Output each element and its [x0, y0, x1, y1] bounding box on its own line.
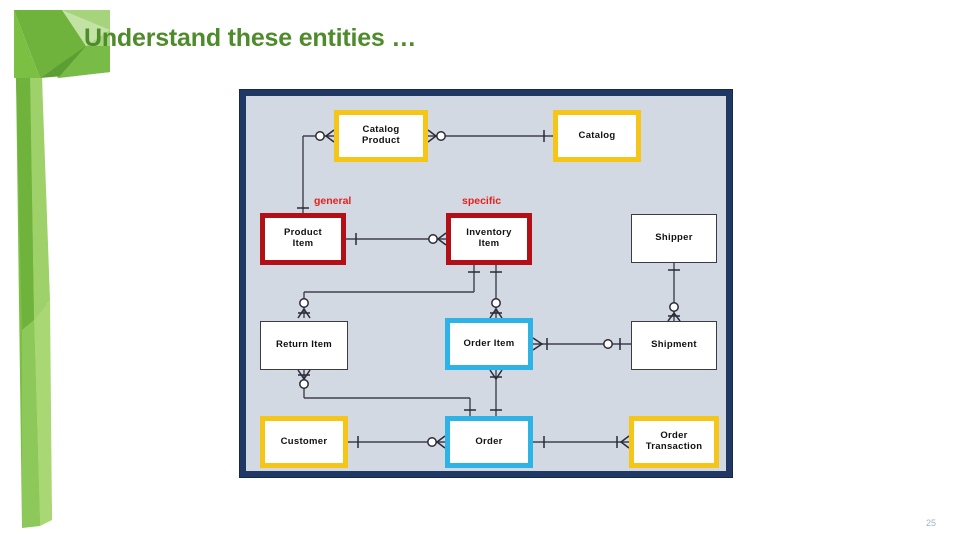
entity-label-line2: Item: [292, 238, 314, 249]
entity-label-line1: Inventory: [466, 227, 512, 239]
entity-catalog[interactable]: Catalog: [553, 110, 641, 162]
entity-label-line1: Shipment: [651, 339, 697, 351]
entity-label-line1: Order: [660, 430, 688, 442]
entity-inventory-item[interactable]: Inventory Item: [446, 213, 532, 265]
entity-shipment[interactable]: Shipment: [631, 321, 717, 370]
entity-label-line2: Product: [362, 135, 400, 146]
entity-label-line1: Catalog: [578, 129, 616, 141]
entity-label-line2: Transaction: [645, 441, 703, 452]
annotation-specific: specific: [462, 195, 502, 207]
erd-connector-layer: [297, 129, 681, 449]
green-ribbon-graphic: [14, 10, 110, 528]
entity-label-line1: Customer: [280, 435, 328, 447]
annotation-general: general: [314, 195, 352, 207]
entity-return-item[interactable]: Return Item: [260, 321, 348, 370]
entity-label-line1: Order: [475, 435, 503, 447]
entity-order-transaction[interactable]: Order Transaction: [629, 416, 719, 468]
entity-label-line1: Order Item: [463, 337, 515, 349]
entity-label-line1: Shipper: [655, 232, 693, 244]
entity-label-line2: Item: [478, 238, 500, 249]
erd-diagram-frame: Catalog Product Catalog Product Item Inv…: [240, 90, 732, 477]
entity-label-line1: Return Item: [275, 339, 333, 351]
entity-catalog-product[interactable]: Catalog Product: [334, 110, 428, 162]
page-title: Understand these entities …: [84, 24, 417, 52]
page-number: 25: [925, 518, 936, 528]
entity-label-line1: Product: [284, 227, 322, 239]
entity-product-item[interactable]: Product Item: [260, 213, 346, 265]
entity-order[interactable]: Order: [445, 416, 533, 468]
entity-label-line1: Catalog: [362, 124, 400, 136]
entity-shipper[interactable]: Shipper: [631, 214, 717, 263]
entity-customer[interactable]: Customer: [260, 416, 348, 468]
entity-order-item[interactable]: Order Item: [445, 318, 533, 370]
